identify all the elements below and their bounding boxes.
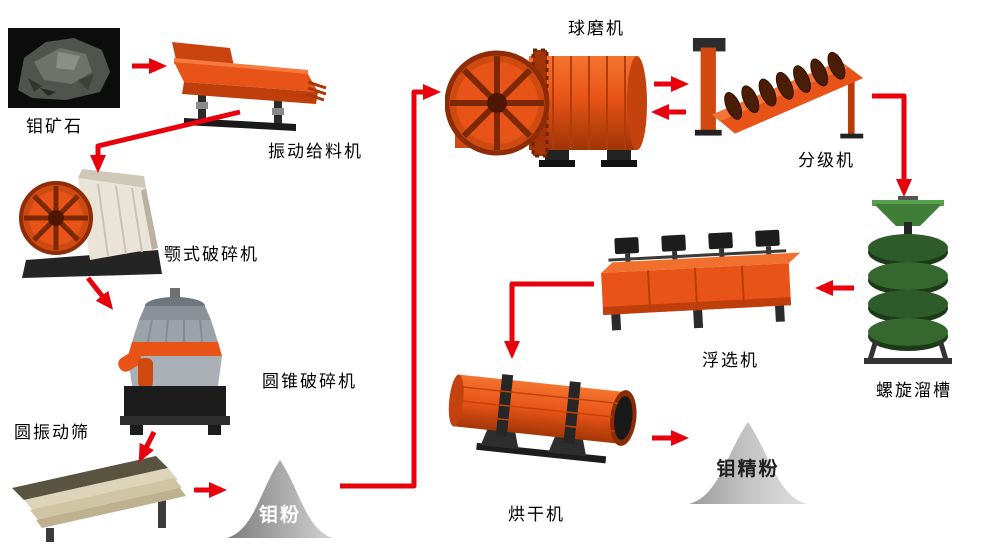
label-spiral-chute: 螺旋溜槽 [876,381,952,400]
label-feeder: 振动给料机 [268,142,363,161]
vibrating-feeder-illustration [168,36,328,136]
label-powder: 钼粉 [258,505,301,526]
jaw-crusher-svg [19,169,162,278]
label-dryer: 烘干机 [508,505,565,524]
powder-pile-illustration [224,456,336,540]
label-concentrate: 钼精粉 [716,459,780,480]
concentrate-pile-illustration [686,418,810,506]
vibrating-screen-svg [12,456,186,542]
flotation-illustration [590,228,805,333]
cone-crusher-illustration [118,288,233,438]
ball-mill-illustration [445,30,650,170]
ore-image [8,28,120,108]
cone-crusher-svg [118,288,230,435]
arrow-jaw-to-cone [86,276,114,310]
vibrating-screen-illustration [2,448,192,548]
jaw-crusher-illustration [18,168,163,283]
spiral-chute-svg [864,196,952,364]
vibrating-feeder-svg [172,42,327,131]
label-ball-mill: 球磨机 [568,19,625,38]
label-cone-crusher: 圆锥破碎机 [262,372,357,391]
arrow-flotation-to-dryer [504,281,594,359]
spiral-chute-illustration [858,196,958,366]
ball-mill-svg [445,48,647,167]
classifier-svg [692,38,864,139]
powder-pile-svg [227,460,333,538]
arrow-feeder-to-jaw [90,109,241,173]
arrow-classifier-to-chute [872,93,912,197]
dryer-illustration [440,362,655,472]
ore-rock-illustration [8,28,120,108]
arrow-powder-to-ballmill [340,84,441,489]
concentrate-pile-svg [689,422,807,504]
label-classifier: 分级机 [798,151,855,170]
dryer-svg [448,374,637,464]
label-ore: 钼矿石 [26,117,83,136]
flotation-svg [601,229,801,331]
classifier-illustration [685,38,875,148]
arrow-cone-to-screen [138,430,157,463]
label-flotation: 浮选机 [702,351,759,370]
label-jaw-crusher: 颚式破碎机 [164,245,259,264]
label-vibrating-screen: 圆振动筛 [14,423,90,442]
